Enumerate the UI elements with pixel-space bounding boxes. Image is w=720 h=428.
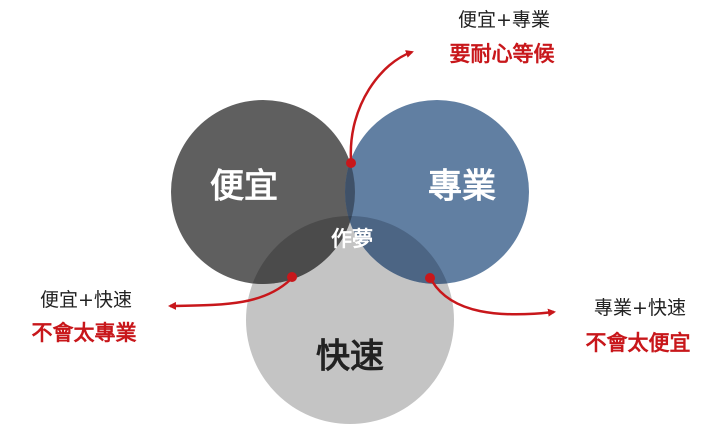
annotation-left-line2: 不會太專業: [32, 321, 138, 345]
label-cheap: 便宜: [210, 167, 278, 207]
annotation-right-line2: 不會太便宜: [586, 331, 691, 355]
label-center: 作夢: [331, 227, 373, 251]
arrow-right: [430, 280, 556, 317]
annotation-top-line1: 便宜+專業: [458, 9, 550, 31]
label-fast: 快速: [316, 337, 384, 377]
arrow-top: [349, 50, 414, 161]
annotation-top-line2: 要耐心等候: [450, 42, 556, 66]
overlap-cheap-fast: [246, 216, 355, 284]
overlap-pro-fast: [345, 216, 454, 284]
dot-right: [425, 273, 435, 283]
label-pro: 專業: [428, 167, 496, 207]
annotation-right-line1: 專業+快速: [594, 297, 686, 319]
arrow-left: [168, 279, 291, 310]
annotation-left-line1: 便宜+快速: [40, 289, 132, 311]
dot-top: [346, 158, 356, 168]
